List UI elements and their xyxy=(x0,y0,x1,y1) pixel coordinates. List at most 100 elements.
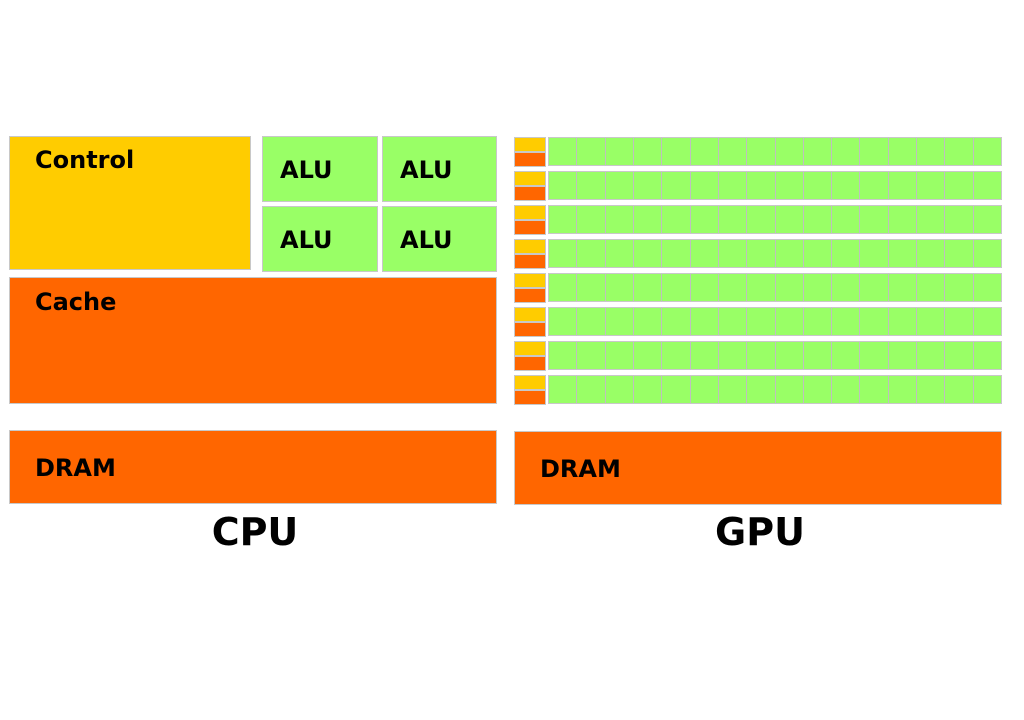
gpu-control-unit xyxy=(514,137,546,152)
gpu-alu-cell xyxy=(719,376,748,403)
gpu-alu-row xyxy=(548,307,1002,336)
gpu-alu-cell xyxy=(889,308,918,335)
gpu-alu-cell xyxy=(776,342,804,369)
gpu-alu-cell xyxy=(747,240,776,267)
cpu-control-label: Control xyxy=(35,146,135,174)
cpu-alu-2: ALU xyxy=(382,136,497,202)
gpu-alu-cell xyxy=(691,172,719,199)
gpu-alu-cell xyxy=(974,342,1001,369)
gpu-control-unit xyxy=(514,273,546,288)
gpu-alu-cell xyxy=(832,138,861,165)
gpu-alu-cell xyxy=(662,206,691,233)
gpu-alu-cell xyxy=(917,240,946,267)
gpu-alu-cell xyxy=(577,240,606,267)
gpu-alu-row xyxy=(548,273,1002,302)
gpu-alu-cell xyxy=(804,240,833,267)
gpu-alu-cell xyxy=(747,308,776,335)
gpu-alu-cell xyxy=(974,308,1001,335)
gpu-alu-cell xyxy=(974,376,1001,403)
gpu-alu-cell xyxy=(719,138,748,165)
gpu-alu-cell xyxy=(719,274,748,301)
gpu-alu-cell xyxy=(945,138,974,165)
cpu-alu-label: ALU xyxy=(400,156,453,184)
gpu-alu-cell xyxy=(974,206,1001,233)
cpu-cache-label: Cache xyxy=(35,288,117,316)
gpu-alu-cell xyxy=(832,274,861,301)
gpu-alu-cell xyxy=(549,376,578,403)
gpu-alu-cell xyxy=(691,308,719,335)
gpu-alu-cell xyxy=(634,376,663,403)
gpu-alu-row xyxy=(548,137,1002,166)
gpu-alu-cell xyxy=(804,206,833,233)
gpu-alu-cell xyxy=(634,138,663,165)
gpu-alu-cell xyxy=(860,172,889,199)
gpu-alu-cell xyxy=(747,274,776,301)
gpu-cache-unit xyxy=(514,356,546,371)
gpu-alu-cell xyxy=(804,308,833,335)
gpu-alu-cell xyxy=(719,342,748,369)
gpu-alu-cell xyxy=(917,138,946,165)
gpu-alu-cell xyxy=(662,342,691,369)
gpu-alu-cell xyxy=(719,172,748,199)
gpu-alu-cell xyxy=(662,240,691,267)
gpu-alu-cell xyxy=(577,138,606,165)
gpu-alu-cell xyxy=(889,172,918,199)
gpu-alu-cell xyxy=(860,138,889,165)
gpu-alu-cell xyxy=(577,342,606,369)
gpu-alu-cell xyxy=(974,240,1001,267)
gpu-alu-cell xyxy=(662,138,691,165)
gpu-alu-cell xyxy=(832,240,861,267)
gpu-alu-cell xyxy=(945,342,974,369)
gpu-alu-cell xyxy=(634,172,663,199)
gpu-alu-cell xyxy=(549,240,578,267)
gpu-alu-cell xyxy=(634,274,663,301)
cpu-alu-1: ALU xyxy=(262,136,378,202)
gpu-alu-cell xyxy=(860,376,889,403)
gpu-alu-cell xyxy=(549,206,578,233)
gpu-alu-cell xyxy=(577,376,606,403)
gpu-alu-cell xyxy=(691,240,719,267)
gpu-alu-cell xyxy=(634,240,663,267)
gpu-alu-cell xyxy=(889,274,918,301)
gpu-alu-cell xyxy=(917,342,946,369)
gpu-alu-row xyxy=(548,205,1002,234)
gpu-alu-cell xyxy=(776,206,804,233)
gpu-alu-cell xyxy=(577,206,606,233)
gpu-control-unit xyxy=(514,341,546,356)
gpu-alu-cell xyxy=(945,240,974,267)
gpu-alu-cell xyxy=(860,274,889,301)
gpu-alu-cell xyxy=(747,376,776,403)
gpu-alu-cell xyxy=(945,206,974,233)
gpu-alu-cell xyxy=(945,376,974,403)
gpu-control-unit xyxy=(514,307,546,322)
cpu-dram-label: DRAM xyxy=(35,454,116,482)
gpu-dram-label: DRAM xyxy=(540,455,621,483)
gpu-alu-row xyxy=(548,171,1002,200)
gpu-alu-cell xyxy=(776,308,804,335)
gpu-cache-unit xyxy=(514,288,546,303)
gpu-alu-cell xyxy=(719,308,748,335)
gpu-alu-cell xyxy=(719,206,748,233)
gpu-alu-cell xyxy=(577,172,606,199)
gpu-alu-cell xyxy=(860,342,889,369)
gpu-alu-cell xyxy=(804,376,833,403)
gpu-alu-cell xyxy=(549,274,578,301)
gpu-control-unit xyxy=(514,239,546,254)
cpu-alu-label: ALU xyxy=(280,156,333,184)
gpu-alu-cell xyxy=(549,342,578,369)
cpu-alu-label: ALU xyxy=(400,226,453,254)
gpu-cache-unit xyxy=(514,220,546,235)
gpu-alu-cell xyxy=(776,172,804,199)
gpu-alu-row xyxy=(548,239,1002,268)
gpu-alu-cell xyxy=(691,138,719,165)
gpu-alu-cell xyxy=(691,206,719,233)
gpu-alu-cell xyxy=(860,240,889,267)
gpu-alu-cell xyxy=(776,138,804,165)
gpu-alu-cell xyxy=(945,172,974,199)
gpu-alu-cell xyxy=(889,240,918,267)
gpu-alu-cell xyxy=(606,376,634,403)
cpu-alu-3: ALU xyxy=(262,206,378,272)
gpu-alu-cell xyxy=(804,342,833,369)
gpu-control-unit xyxy=(514,171,546,186)
gpu-alu-cell xyxy=(691,274,719,301)
